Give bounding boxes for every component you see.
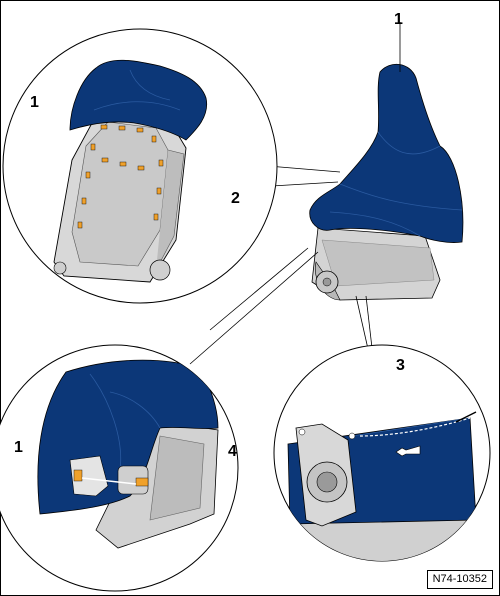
callout-1-main-cover: 1 bbox=[394, 11, 403, 28]
seat-cover-main bbox=[309, 64, 464, 243]
clip-right bbox=[135, 477, 149, 487]
zipper bbox=[359, 417, 471, 437]
figure-reference: N74-10352 bbox=[426, 569, 493, 589]
callout-1-bottom-cover: 1 bbox=[14, 439, 23, 456]
callout-3-zipper: 3 bbox=[396, 357, 405, 374]
direction-arrow bbox=[395, 445, 421, 457]
retaining-clips bbox=[77, 124, 164, 229]
clip-left bbox=[73, 469, 83, 482]
callout-4-clip: 4 bbox=[228, 443, 237, 460]
main-seat bbox=[309, 64, 464, 301]
seat-cover-detail-top bbox=[69, 59, 208, 141]
callout-2-clips: 2 bbox=[231, 190, 240, 207]
callout-1-detail-cover: 1 bbox=[30, 94, 39, 111]
